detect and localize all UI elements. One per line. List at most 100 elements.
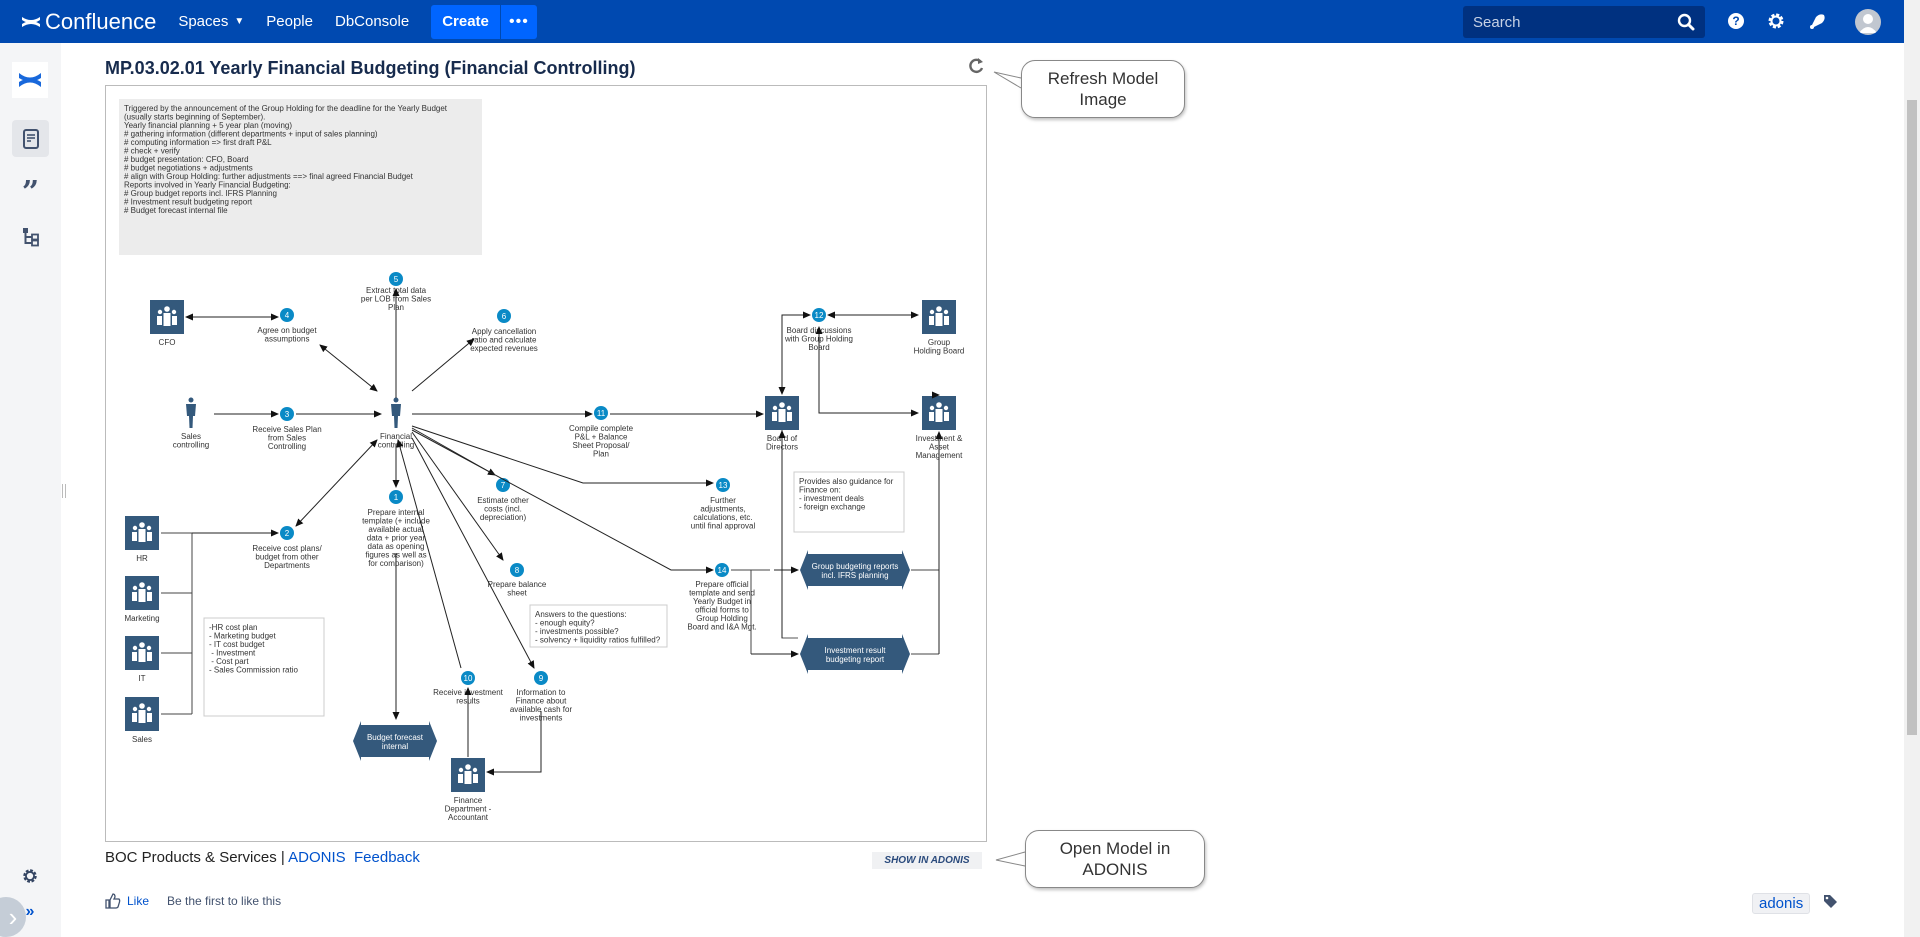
investment-asset-management-role <box>922 396 956 430</box>
like-row: Like Be the first to like this <box>105 893 281 909</box>
nav-dbconsole[interactable]: DbConsole <box>335 13 409 30</box>
refresh-callout: Refresh Model Image <box>1021 60 1185 118</box>
thumbs-up-icon[interactable] <box>105 893 121 909</box>
nav-spaces-label: Spaces <box>178 13 229 30</box>
step-3-number: 3 <box>285 410 290 419</box>
page-tree-button[interactable] <box>12 218 49 255</box>
create-button[interactable]: Create <box>431 4 500 39</box>
step-6 <box>497 309 511 323</box>
people-icon-body <box>138 529 146 542</box>
step-14-number: 14 <box>718 566 727 575</box>
step-9-circle <box>534 671 548 685</box>
step-10-circle <box>461 671 475 685</box>
hr-label: HR <box>136 554 148 563</box>
step-9 <box>534 671 548 685</box>
model-diagram[interactable]: Triggered by the announcement of the Gro… <box>105 85 987 842</box>
people-icon-left <box>132 645 138 651</box>
people-icon <box>139 522 145 528</box>
people-icon-left <box>132 525 138 531</box>
double-chevron-icon: » <box>25 903 35 920</box>
like-button[interactable]: Like <box>127 894 150 908</box>
people-icon-body-right <box>787 412 792 421</box>
show-in-adonis-button[interactable]: SHOW IN ADONIS <box>872 852 982 869</box>
step-6-circle <box>497 309 511 323</box>
people-icon-body <box>138 589 146 602</box>
step-11-circle <box>594 406 608 420</box>
confluence-space-icon <box>19 73 41 87</box>
scrollbar-thumb[interactable] <box>1907 100 1917 735</box>
step-6-number: 6 <box>502 312 507 321</box>
step-3 <box>280 407 294 421</box>
step-14 <box>715 563 729 577</box>
feedback-link[interactable]: Feedback <box>354 849 420 866</box>
people-icon-body-left <box>772 412 777 421</box>
step-13-circle <box>716 478 730 492</box>
hr-role <box>125 516 159 550</box>
people-icon-body-left <box>132 592 137 601</box>
search-icon[interactable] <box>1677 13 1695 31</box>
step-12 <box>812 308 826 322</box>
people-icon-body-right <box>147 652 152 661</box>
space-settings-button[interactable] <box>14 860 46 892</box>
people-icon-body <box>935 313 943 326</box>
step-1 <box>389 490 403 504</box>
people-icon-body <box>138 649 146 662</box>
callout-pointer <box>995 851 1026 867</box>
footer-prefix: BOC Products & Services | <box>105 849 285 866</box>
expand-sidebar-button[interactable]: » <box>22 902 38 922</box>
it-role <box>125 636 159 670</box>
sidebar-resize-handle[interactable] <box>62 484 66 498</box>
nav-spaces[interactable]: Spaces ▼ <box>178 13 244 30</box>
group-reports-doc-shape <box>800 550 910 590</box>
people-icon-left <box>929 309 935 315</box>
tag-icon[interactable] <box>1822 893 1838 909</box>
it-label: IT <box>138 674 145 683</box>
group-holding-board-role <box>922 300 956 334</box>
settings-icon[interactable] <box>1766 11 1786 31</box>
step-5-circle <box>389 272 403 286</box>
more-button[interactable]: ••• <box>499 4 537 39</box>
notifications-icon[interactable] <box>1808 11 1828 31</box>
diagram-canvas: Triggered by the announcement of the Gro… <box>119 99 964 822</box>
people-icon-right <box>146 645 152 651</box>
adonis-link[interactable]: ADONIS <box>288 849 346 866</box>
edge-fc-step8 <box>411 431 504 561</box>
people-icon-body <box>464 771 472 784</box>
intro-note-text: Triggered by the announcement of the Gro… <box>124 104 448 215</box>
people-icon <box>139 642 145 648</box>
people-icon-body-left <box>132 713 137 722</box>
questions-note-box <box>529 604 668 648</box>
step-1-circle <box>389 490 403 504</box>
user-avatar[interactable] <box>1855 9 1881 35</box>
edge-board-step12 <box>778 311 811 395</box>
pages-button[interactable] <box>12 120 49 157</box>
cfo-role <box>150 300 184 334</box>
label-adonis[interactable]: adonis <box>1752 893 1811 914</box>
user-icon <box>1859 14 1877 33</box>
help-icon[interactable]: ? <box>1726 11 1746 31</box>
nav-people[interactable]: People <box>266 13 313 30</box>
people-icon <box>936 306 942 312</box>
blog-button[interactable]: ” <box>12 168 49 207</box>
people-icon-body-left <box>929 316 934 325</box>
space-logo[interactable] <box>12 62 48 98</box>
people-icon-right <box>146 585 152 591</box>
people-icon-body-right <box>147 592 152 601</box>
settings-icon <box>23 869 37 883</box>
people-icon-right <box>943 405 949 411</box>
refresh-icon[interactable] <box>966 56 986 76</box>
confluence-logo[interactable]: Confluence <box>21 9 156 35</box>
sales-role <box>125 697 159 731</box>
people-icon-body <box>163 313 171 326</box>
people-icon <box>465 764 471 770</box>
person-icon-head <box>188 397 194 403</box>
like-status: Be the first to like this <box>167 894 282 908</box>
search-input[interactable]: Search <box>1463 6 1705 38</box>
people-icon <box>164 306 170 312</box>
step-10 <box>461 671 475 685</box>
